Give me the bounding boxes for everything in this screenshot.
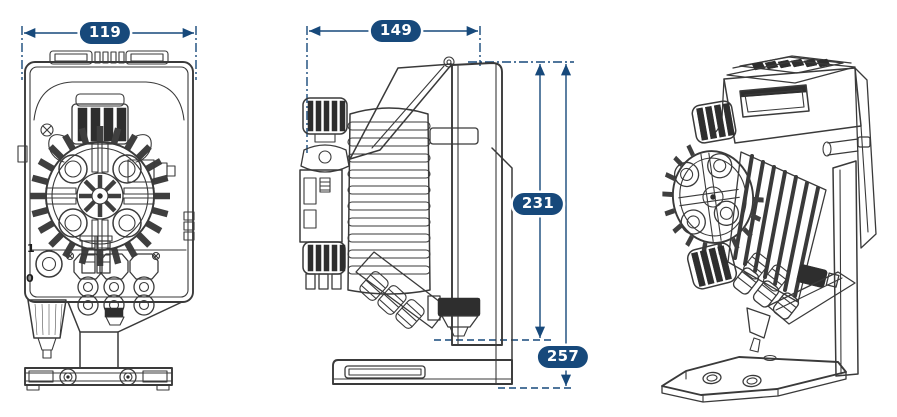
iso-display-screen <box>739 84 810 118</box>
switch-on-label: 1 <box>27 242 35 255</box>
iso-cable-glands <box>732 252 800 353</box>
side-cable-glands <box>355 251 449 329</box>
front-pump-head <box>30 126 170 266</box>
side-valve-assembly <box>299 97 350 290</box>
front-power-switch <box>35 250 63 278</box>
switch-off-label: 0 <box>26 272 34 285</box>
side-wall-bracket <box>332 147 513 385</box>
side-pump-head-fins <box>347 107 479 295</box>
dim-badge-height-231: 231 <box>512 193 564 215</box>
iso-pump-head <box>656 136 770 261</box>
iso-mounting-base <box>661 354 847 403</box>
front-adjust-knob <box>48 93 152 163</box>
iso-bleed-knob <box>686 242 738 290</box>
height-dimensions <box>434 61 574 389</box>
iso-top-knob <box>691 100 737 144</box>
side-view-drawing <box>299 25 574 389</box>
dim-badge-side-depth: 149 <box>370 20 422 42</box>
dim-badge-front-width: 119 <box>79 22 131 44</box>
front-mounting-base <box>24 367 173 391</box>
front-view-drawing <box>17 26 197 391</box>
isometric-view-drawing <box>656 55 877 403</box>
iso-wall-bracket <box>767 160 859 377</box>
side-injection-valve <box>427 295 481 337</box>
iso-injection-valve <box>796 264 840 288</box>
dim-badge-height-257: 257 <box>537 346 589 368</box>
front-cable-glands <box>73 253 159 326</box>
front-bleed-knob <box>27 299 67 359</box>
